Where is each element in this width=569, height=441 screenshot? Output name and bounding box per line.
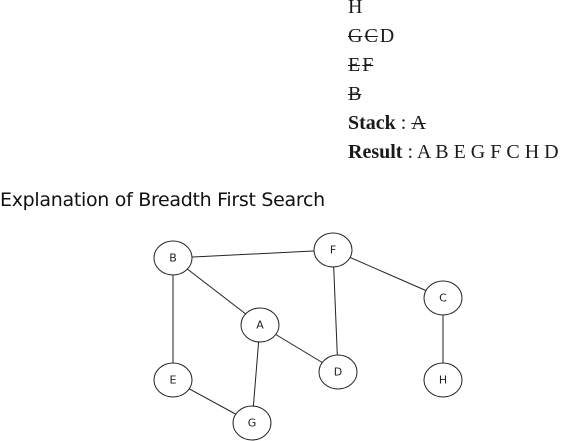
result-line: Result : A B E G F C H D [348, 141, 559, 163]
edge-F-D [332, 249, 339, 373]
node-circle [240, 307, 280, 343]
node-label: E [170, 374, 177, 387]
node-G: G [232, 405, 272, 441]
node-label: F [330, 244, 336, 257]
stack-row-4: B [348, 82, 363, 106]
node-circle [153, 240, 193, 276]
edge-F-C [332, 249, 444, 299]
node-circle [153, 362, 193, 398]
stack-value: A [411, 112, 426, 134]
stack-token: B [348, 83, 362, 105]
node-F: F [313, 232, 353, 268]
node-label: C [439, 292, 447, 305]
stack-token: G [348, 25, 363, 47]
node-circle [423, 280, 463, 316]
stack-row-1: H [348, 0, 364, 19]
stack-token: E [348, 54, 361, 76]
graph-edges [172, 249, 444, 424]
node-label: A [256, 319, 264, 332]
node-A: A [240, 307, 280, 343]
node-H: H [423, 362, 463, 398]
edge-B-F [172, 249, 334, 259]
node-E: E [153, 362, 193, 398]
node-B: B [153, 240, 193, 276]
node-D: D [318, 354, 358, 390]
section-title: Explanation of Breadth First Search [0, 189, 325, 211]
node-label: H [439, 374, 447, 387]
stack-line: Stack : A [348, 112, 426, 134]
result-label: Result [348, 141, 403, 163]
stack-label: Stack [348, 112, 396, 134]
stack-token: C [364, 25, 378, 47]
stack-token: D [379, 25, 395, 47]
result-value: A B E G F C H D [416, 141, 559, 163]
node-circle [423, 362, 463, 398]
node-circle [318, 354, 358, 390]
stack-token: F [362, 54, 374, 76]
stack-token: H [348, 0, 363, 18]
node-circle [232, 405, 272, 441]
node-label: D [334, 366, 342, 379]
graph-nodes: B F A C E D H G [153, 232, 463, 441]
node-label: G [248, 417, 257, 430]
node-C: C [423, 280, 463, 316]
node-circle [313, 232, 353, 268]
node-label: B [169, 252, 177, 265]
